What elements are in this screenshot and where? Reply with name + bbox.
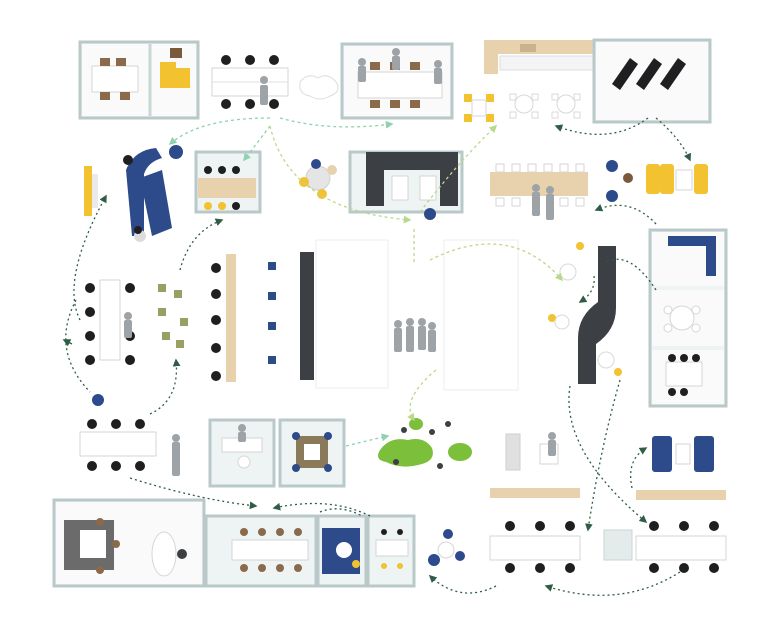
person-icon: [124, 312, 132, 338]
person-icon: [358, 48, 442, 84]
person-icon: [532, 184, 554, 220]
conference-room-top: [340, 42, 454, 120]
circulation-arrows: [62, 117, 691, 596]
lounge-recliners: [592, 38, 712, 124]
quiet-rooms-right: [648, 228, 728, 408]
soft-seating-lounge: [84, 145, 183, 242]
bench-desks-bottom-right: [428, 521, 727, 573]
plant-break-area: [378, 418, 472, 469]
person-icon: [238, 424, 246, 442]
focus-room: [194, 150, 262, 214]
phone-booths: [208, 418, 346, 488]
curved-sofa-right: [548, 242, 622, 384]
person-icon: [172, 434, 180, 476]
reading-nook: [490, 432, 726, 500]
meeting-room-top-left: [78, 40, 200, 120]
bench-desks-mid-left: [79, 394, 180, 476]
cafe-cluster: [428, 529, 465, 566]
recliner-icon: [612, 58, 686, 90]
collaboration-table: [490, 160, 708, 220]
meeting-rooms-bottom: [52, 498, 416, 588]
bench-desks-left: [85, 254, 236, 382]
pantry-kitchen: [464, 40, 596, 122]
people-group-icon: [394, 318, 436, 352]
person-icon: [260, 76, 268, 105]
open-desk-top: [211, 55, 339, 109]
central-lounge: [299, 150, 464, 220]
central-open-area: [268, 239, 519, 391]
cafe-table: [299, 159, 337, 199]
person-icon: [548, 432, 556, 456]
